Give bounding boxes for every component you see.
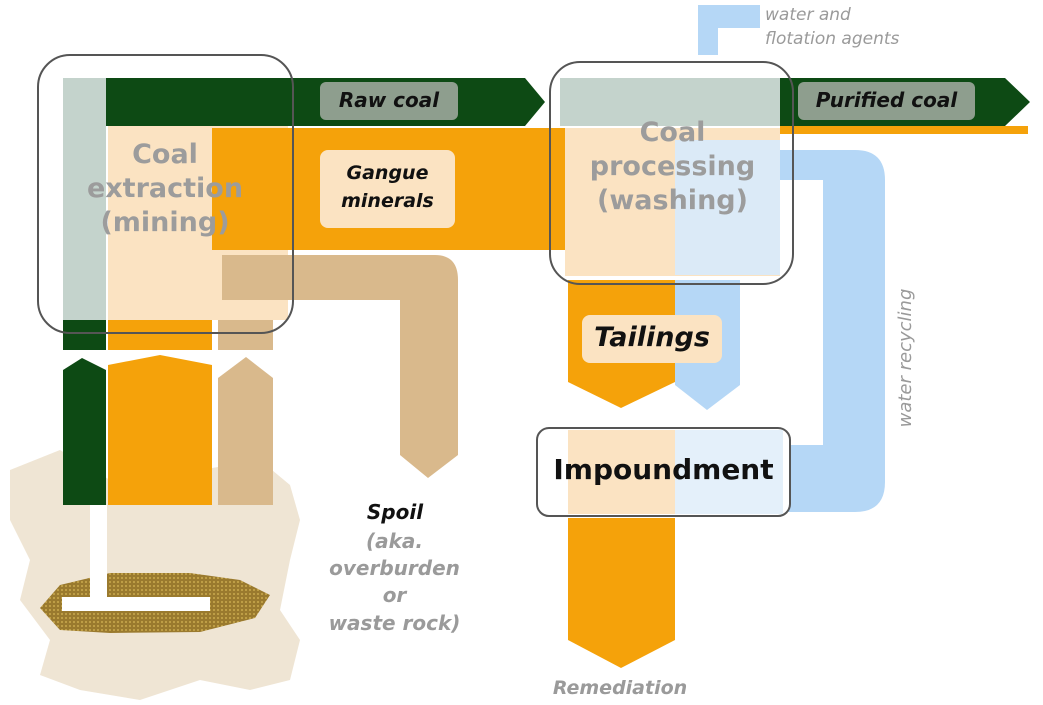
processing-title-line: Coal (639, 117, 706, 148)
processing-title-line: (washing) (597, 184, 748, 216)
gangue-label: Gangue minerals (322, 160, 453, 215)
spoil-label: Spoil (366, 500, 424, 524)
extraction-box[interactable] (37, 54, 294, 334)
impoundment-inner-blue (675, 430, 783, 514)
spoil-note: (aka. overburden or waste rock) (312, 528, 477, 637)
water-input-line: water and (765, 5, 851, 25)
raw-coal-label: Raw coal (338, 88, 440, 112)
extraction-title-line: Coal (132, 139, 198, 170)
tailings-label: Tailings (594, 322, 710, 353)
spoil-path (222, 255, 458, 478)
purified-coal-label-box (798, 82, 975, 120)
remediation-arrow (568, 518, 675, 668)
extraction-title-line: extraction (86, 172, 244, 204)
impoundment-inner-orange (568, 430, 675, 514)
spoil-note-line: (aka. (365, 529, 424, 553)
raw-coal-label-box (320, 82, 458, 120)
gangue-label-box (320, 150, 455, 228)
spoil-pillar (218, 357, 273, 505)
water-input-line: flotation agents (765, 28, 900, 49)
gangue-stem (108, 320, 212, 350)
spoil-note-line: overburden (329, 556, 460, 581)
purified-coal-label: Purified coal (815, 88, 958, 112)
tailings-label-box (582, 315, 722, 363)
spoil-note-line: or (382, 583, 407, 608)
gangue-label-line: minerals (341, 189, 434, 212)
processing-title: Coal processing (washing) (560, 116, 785, 217)
spoil-stem (218, 320, 273, 350)
coal-stem (63, 320, 106, 350)
extraction-title-line: (mining) (100, 206, 230, 238)
orange-trace (780, 126, 1028, 134)
mine-tunnel (62, 597, 210, 611)
remediation-label: Remediation (552, 677, 688, 699)
mine-shaft (90, 505, 107, 600)
water-input (698, 5, 760, 55)
water-recycling-loop (780, 150, 885, 512)
spoil-note-line: waste rock) (328, 610, 461, 635)
water-inner (675, 140, 780, 275)
processing-title-line: processing (589, 150, 756, 182)
processing-inner-gray (560, 78, 780, 126)
coal-pillar (63, 358, 106, 505)
gangue-label-line: Gangue (346, 162, 429, 184)
water-recycling-label: water recycling (895, 288, 916, 428)
impoundment-label: Impoundment (553, 453, 774, 486)
gangue-pillar (108, 355, 212, 505)
extraction-title: Coal extraction (mining) (60, 138, 270, 239)
water-input-label: water and flotation agents (765, 4, 965, 52)
processing-box[interactable] (549, 61, 794, 285)
extraction-inner-gray (63, 78, 106, 320)
